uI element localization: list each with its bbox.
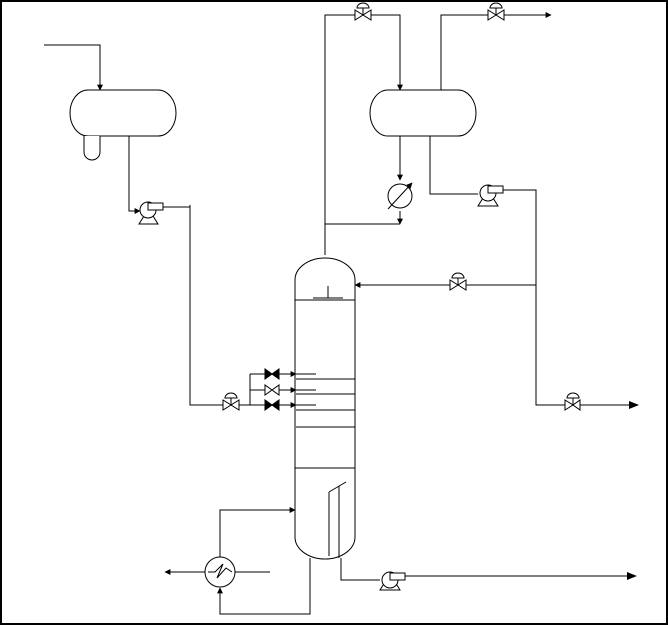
feed-inlet-valve-1[interactable]: [265, 369, 279, 379]
drum-vent-line: [441, 15, 551, 90]
distillate-control-valve[interactable]: [565, 393, 580, 410]
distillation-column: [295, 258, 355, 559]
feed-control-valve[interactable]: [223, 393, 239, 410]
overhead-condenser[interactable]: [388, 183, 412, 209]
feed-inlet-line: [44, 45, 100, 90]
reflux-pump: [478, 185, 503, 206]
reflux-drum: [370, 90, 476, 136]
feed-drum: [70, 90, 176, 160]
condenser-loop-line: [325, 136, 400, 224]
reboiler[interactable]: [205, 557, 235, 587]
bottoms-outlet-line: [341, 558, 380, 580]
reflux-pump-discharge-line: [503, 190, 638, 405]
vent-valve-overhead[interactable]: [355, 3, 371, 20]
feed-drum-outlet-line: [129, 136, 140, 211]
bottoms-pump: [380, 572, 405, 590]
feed-inlet-valve-2[interactable]: [265, 385, 279, 395]
feed-inlet-valve-3[interactable]: [265, 400, 279, 410]
feed-pump: [139, 202, 163, 224]
reflux-drum-outlet-line: [430, 136, 478, 194]
feed-pump-discharge-line: [163, 205, 225, 405]
vent-valve-drum[interactable]: [488, 3, 504, 20]
reflux-control-valve[interactable]: [450, 273, 466, 290]
